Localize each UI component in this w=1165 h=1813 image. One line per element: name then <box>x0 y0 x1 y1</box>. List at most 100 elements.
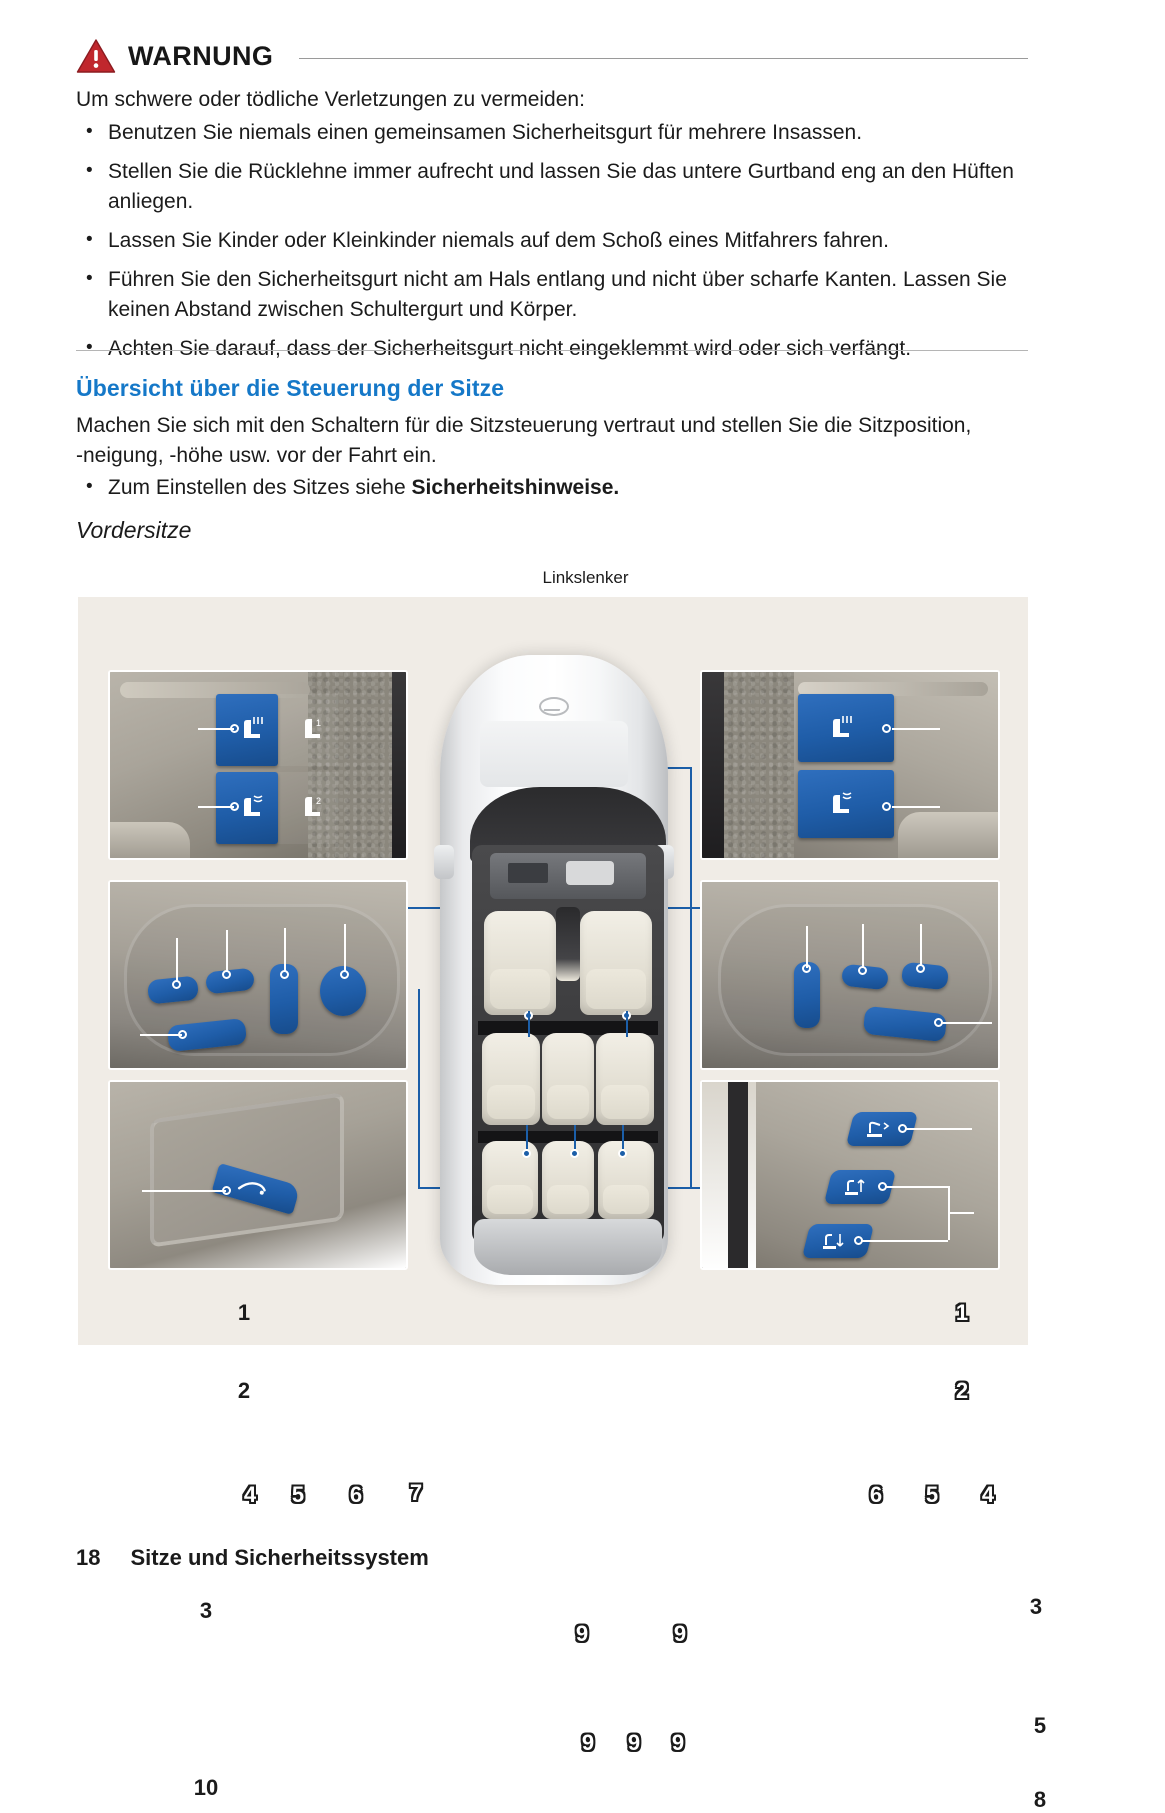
callout-leader <box>198 806 234 808</box>
driver-door-seat-memory-switch-panel: 1 2 <box>108 670 408 860</box>
callout-leader <box>892 806 940 808</box>
manual-page: WARNUNG Um schwere oder tödliche Verletz… <box>0 0 1165 1653</box>
callout-dot <box>618 1149 627 1158</box>
callout-ml-3: 3 <box>199 1598 213 1623</box>
cabin-interior <box>472 845 664 1243</box>
callout-leader <box>198 728 234 730</box>
list-item: Lassen Sie Kinder oder Kleinkinder niema… <box>76 225 1034 256</box>
ventilated-seat-icon <box>833 792 852 813</box>
callout-leader <box>622 1125 624 1149</box>
seat-cushion <box>601 1084 649 1120</box>
seat-controls-figure: 1 2 1 2 <box>78 597 1046 1812</box>
callout-leader <box>942 1022 992 1024</box>
cross-reference-link[interactable]: Sicherheitshinweise. <box>411 476 620 499</box>
callout-dot <box>802 964 811 973</box>
figure-caption-text: Linkslenker <box>542 568 629 587</box>
seat-recline-icon <box>867 1121 890 1137</box>
callout-leader <box>626 1011 628 1037</box>
callout-seat-9d: 9 <box>627 1730 641 1755</box>
seatback-recline-button[interactable] <box>794 962 820 1028</box>
heated-seat-icon <box>244 717 263 738</box>
callout-dot <box>280 970 289 979</box>
callout-leader <box>528 1011 530 1037</box>
callout-leader <box>862 924 864 968</box>
door-gap-shadow <box>728 1082 748 1268</box>
left-side-mirror <box>434 845 454 879</box>
warning-title: WARNUNG <box>128 40 274 71</box>
callout-leader <box>906 1128 972 1130</box>
callout-leader <box>892 728 940 730</box>
seat-heater-button[interactable] <box>798 694 894 762</box>
callout-leader <box>920 924 922 966</box>
callout-leader <box>948 1212 974 1214</box>
rear-bumper <box>474 1219 662 1275</box>
callout-leader <box>142 1190 226 1192</box>
memory-seat-1-icon: 1 <box>305 718 321 738</box>
seat-cushion <box>546 1184 590 1215</box>
callout-mr-4: 4 <box>981 1482 995 1507</box>
row-gap-shadow <box>478 1131 658 1143</box>
callout-tl-2: 2 <box>237 1378 251 1403</box>
callout-tl-1: 1 <box>237 1300 251 1325</box>
seat-cushion <box>487 1184 533 1215</box>
door-edge-shadow <box>702 672 724 858</box>
seat-cushion <box>603 1184 649 1215</box>
callout-bl-10: 10 <box>193 1775 219 1800</box>
seat-ventilation-button[interactable] <box>798 770 894 838</box>
callout-dot <box>858 966 867 975</box>
callout-mr-3: 3 <box>1029 1594 1043 1619</box>
second-row-right-seat <box>596 1033 654 1125</box>
callout-leader <box>574 1125 576 1149</box>
connector-line <box>690 767 692 1187</box>
callout-dot <box>230 802 239 811</box>
callout-mr-5: 5 <box>925 1482 939 1507</box>
memory-seat-2-icon: 2 <box>305 796 321 816</box>
callout-mr-6: 6 <box>869 1482 883 1507</box>
callout-dot <box>522 1149 531 1158</box>
subsection-heading: Vordersitze <box>76 517 192 543</box>
rear-seat-control-switch-panel <box>700 1080 1000 1270</box>
center-console <box>556 907 580 981</box>
callout-leader <box>176 938 178 982</box>
svg-text:2: 2 <box>316 796 321 806</box>
connector-line <box>418 989 420 1187</box>
callout-leader <box>806 926 808 968</box>
row-gap-shadow <box>478 1021 658 1035</box>
callout-ml-4: 4 <box>243 1482 257 1507</box>
callout-leader <box>140 1034 182 1036</box>
callout-dot <box>172 980 181 989</box>
callout-dot <box>222 970 231 979</box>
door-handle-trim <box>798 682 988 696</box>
warning-intro-text: Um schwere oder tödliche Verletzungen zu… <box>76 88 585 111</box>
list-item: Benutzen Sie niemals einen gemeinsamen S… <box>76 117 1034 148</box>
section-paragraph: Machen Sie sich mit den Schaltern für di… <box>76 414 972 467</box>
seat-cushion <box>586 969 646 1009</box>
seat-cushion <box>546 1084 590 1120</box>
hood-panel <box>480 721 628 787</box>
callout-leader <box>284 928 286 972</box>
third-row-right-seat <box>598 1141 654 1219</box>
list-item: Zum Einstellen des Sitzes siehe Sicherhe… <box>76 472 976 503</box>
infotainment-screen <box>508 863 548 883</box>
callout-seat-9b: 9 <box>673 1621 687 1646</box>
list-item: Achten Sie darauf, dass der Sicherheitsg… <box>76 333 1034 364</box>
callout-br-8: 8 <box>1033 1787 1047 1812</box>
callout-tr-1: 1 <box>955 1300 969 1325</box>
callout-seat-9e: 9 <box>671 1730 685 1755</box>
callout-dot <box>340 970 349 979</box>
callout-ml-7: 7 <box>409 1480 423 1505</box>
page-footer: 18 Sitze und Sicherheitssystem <box>76 1545 429 1571</box>
callout-leader <box>886 1186 948 1188</box>
second-row-center-seat <box>542 1033 594 1125</box>
passenger-door-seat-memory-switch-panel <box>700 670 1000 860</box>
figure-caption: Linkslenker <box>0 568 1165 588</box>
callout-dot <box>222 1186 231 1195</box>
hyundai-logo-icon <box>539 697 569 716</box>
callout-dot <box>230 724 239 733</box>
seat-cushion-tilt-button[interactable] <box>900 961 950 991</box>
seat-walk-in-lever-panel <box>108 1080 408 1270</box>
list-item: Stellen Sie die Rücklehne immer aufrecht… <box>76 156 1034 217</box>
svg-text:1: 1 <box>316 718 321 728</box>
bullet-text: Zum Einstellen des Sitzes siehe <box>108 476 412 499</box>
callout-leader <box>862 1240 948 1242</box>
